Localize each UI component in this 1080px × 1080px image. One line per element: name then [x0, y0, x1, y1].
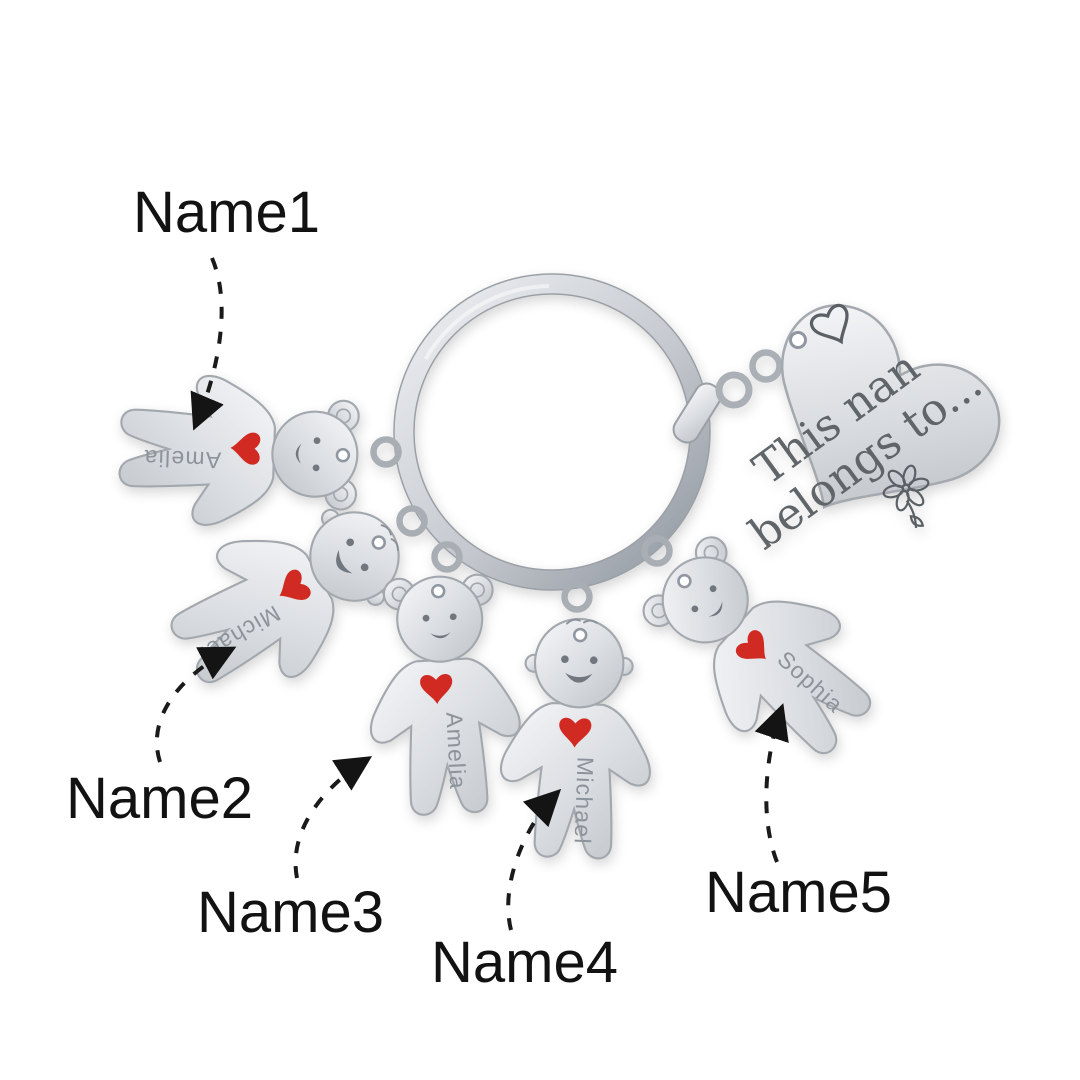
charm-1-heart-icon: [230, 432, 261, 465]
heart-outline-icon: [809, 303, 849, 345]
charm-4-name: Michael: [570, 756, 599, 845]
jump-ring: [715, 371, 753, 409]
charm-1: Amelia: [116, 371, 362, 532]
pendant-clasp: [672, 382, 722, 444]
pendant-hole: [789, 331, 807, 349]
keychain-product: This nan belongs to...: [116, 273, 1001, 862]
flower-doodle-icon: [882, 464, 930, 528]
jump-ring: [749, 349, 783, 383]
charm-4-heart-icon: [559, 717, 592, 748]
annotation-label-1: Name1: [133, 180, 320, 245]
jump-ring: [561, 581, 593, 613]
charm-5-heart-icon: [735, 630, 766, 660]
jump-ring: [641, 535, 673, 567]
charm-3-name: Amelia: [441, 711, 471, 790]
jump-ring: [431, 541, 463, 573]
charm-2-heart-icon: [279, 569, 311, 600]
annotations: Name1 Name2 Name3 Name4 Name5: [66, 180, 892, 995]
jump-rings: [370, 436, 673, 613]
annotation-arrow-3: [293, 756, 373, 879]
charm-3: Amelia: [361, 571, 526, 819]
annotation-label-5: Name5: [705, 860, 892, 925]
annotation-arrow-4: [506, 788, 562, 931]
annotation-label-4: Name4: [431, 930, 618, 995]
annotation-arrow-1: [190, 257, 224, 431]
charm-1-name: Amelia: [143, 445, 222, 474]
annotation-label-3: Name3: [197, 880, 384, 945]
charm-3-heart-icon: [420, 674, 453, 705]
jump-ring: [370, 436, 402, 468]
heart-pendant: This nan belongs to...: [740, 303, 1001, 560]
annotation-arrow-5: [754, 703, 789, 863]
jump-ring: [396, 505, 428, 537]
annotation-label-2: Name2: [66, 766, 253, 831]
charm-4: Michael: [496, 615, 657, 862]
